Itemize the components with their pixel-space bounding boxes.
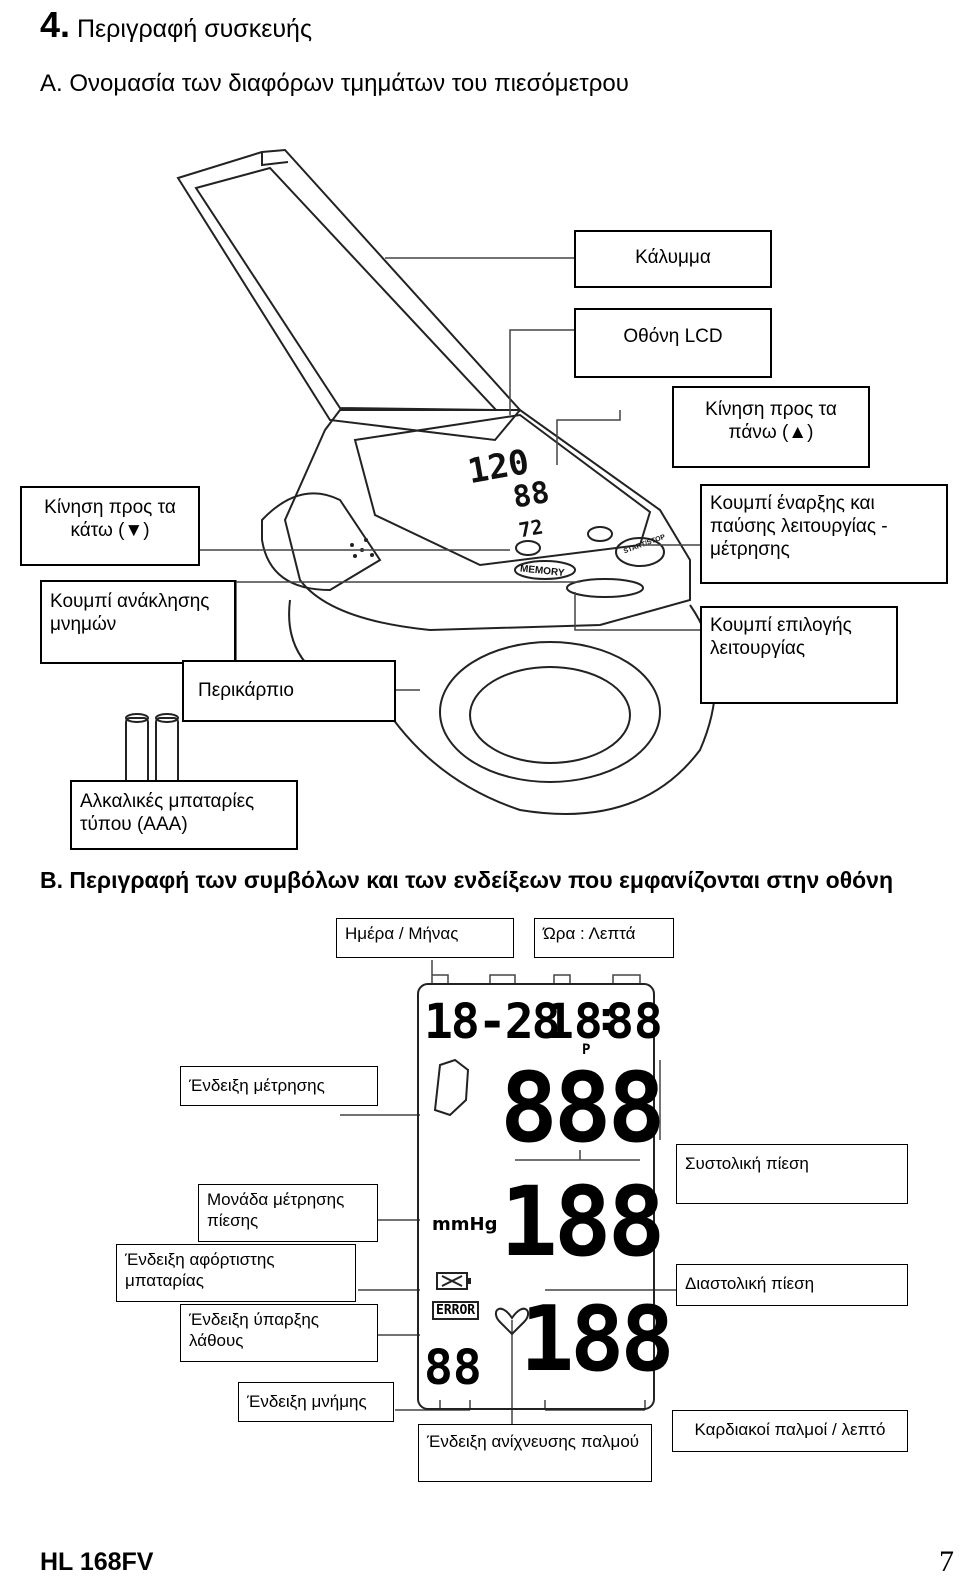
cuff-loop — [439, 641, 661, 783]
label-error: Ένδειξη ύπαρξης λάθους — [180, 1304, 378, 1362]
label-lcd: Οθόνη LCD — [574, 308, 772, 378]
label-batteries: Αλκαλικές μπαταρίες τύπου (AAA) — [70, 780, 298, 850]
pm-indicator: P — [582, 1042, 591, 1058]
label-mode-select: Κουμπί επιλογής λειτουργίας — [700, 606, 898, 704]
heart-icon-shape — [494, 1307, 530, 1336]
section-heading: 4. Περιγραφή συσκευής — [40, 4, 312, 46]
diastolic-digits: 188 — [500, 1166, 665, 1278]
side-panel — [261, 492, 382, 592]
label-pulse-rate: Καρδιακοί παλμοί / λεπτό — [672, 1410, 908, 1452]
label-unit: Μονάδα μέτρησης πίεσης — [198, 1184, 378, 1242]
time-hour-digits: 18 — [545, 994, 603, 1050]
lcd-frame — [353, 413, 652, 567]
cover-window — [194, 166, 499, 412]
pulse-digits: 188 — [520, 1287, 675, 1392]
date-digits: 18-28 — [424, 994, 560, 1050]
label-low-battery: Ένδειξη αφόρτιστης μπαταρίας — [116, 1244, 356, 1302]
label-cover: Κάλυμμα — [574, 230, 772, 288]
label-systolic: Συστολική πίεση — [676, 1144, 908, 1204]
label-measuring: Ένδειξη μέτρησης — [180, 1066, 378, 1106]
subsection-b-title: B. Περιγραφή των συμβόλων και των ενδείξ… — [40, 867, 894, 893]
label-cuff: Περικάρπιο — [182, 660, 396, 722]
hand-icon-shape — [433, 1058, 470, 1117]
memory-button-text: MEMORY — [519, 563, 565, 579]
memory-button-shape — [514, 560, 576, 580]
time-colon: : — [594, 994, 619, 1040]
unit-text: mmHg — [432, 1214, 498, 1235]
label-day-month: Ημέρα / Μήνας — [336, 918, 514, 958]
svg-text:72: 72 — [517, 514, 545, 542]
time-minute-digits: 88 — [605, 994, 663, 1050]
mode-button-shape — [566, 578, 644, 598]
lcd-display-frame — [417, 983, 655, 1410]
model-name: HL 168FV — [40, 1548, 154, 1576]
label-heartbeat: Ένδειξη ανίχνευσης παλμού — [418, 1424, 652, 1482]
start-button-shape — [615, 537, 665, 567]
page-number: 7 — [939, 1545, 954, 1578]
label-hour-minute: Ώρα : Λεπτά — [534, 918, 674, 958]
label-memory: Ένδειξη μνήμης — [238, 1382, 394, 1422]
device-body — [283, 409, 691, 632]
svg-text:88: 88 — [510, 475, 552, 516]
label-down: Κίνηση προς τα κάτω (▼) — [20, 486, 200, 566]
cover-lid — [176, 148, 522, 442]
label-start-stop: Κουμπί έναρξης και παύσης λειτουργίας - … — [700, 484, 948, 584]
section-title: Περιγραφή συσκευής — [76, 15, 312, 43]
systolic-digits: 888 — [500, 1052, 665, 1164]
label-up: Κίνηση προς τα πάνω (▲) — [672, 386, 870, 468]
label-diastolic: Διαστολική πίεση — [676, 1264, 908, 1306]
label-memory-recall: Κουμπί ανάκλησης μνημών — [40, 580, 236, 664]
subsection-a-title: A. Ονομασία των διαφόρων τμημάτων του πι… — [40, 70, 629, 97]
error-text: ERROR — [432, 1301, 480, 1320]
memory-digits: 88 — [424, 1340, 482, 1396]
section-number: 4. — [40, 4, 71, 45]
